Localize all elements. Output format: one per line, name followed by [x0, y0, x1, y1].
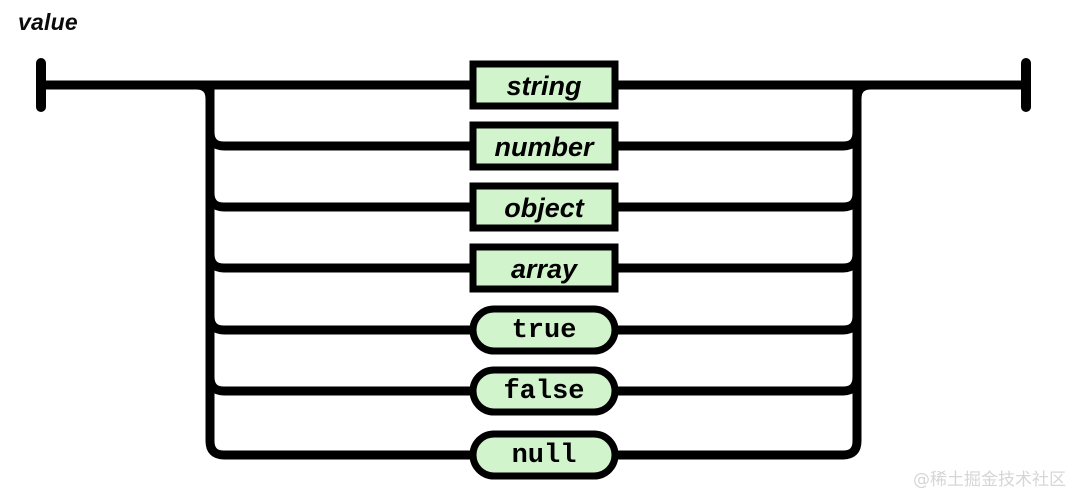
node-number[interactable]: number: [469, 121, 619, 171]
rail-right-branch-false: [615, 376, 862, 396]
node-true-box[interactable]: [469, 305, 619, 355]
rail-left-branch-false: [205, 376, 473, 396]
node-object[interactable]: object: [469, 182, 619, 232]
node-false[interactable]: false: [469, 366, 619, 416]
node-string-box[interactable]: [469, 60, 619, 110]
page-title: value: [18, 9, 78, 35]
node-null-label: null: [512, 441, 577, 471]
node-string-label: string: [506, 71, 582, 101]
rail-left-trunk-top-corner: [195, 80, 215, 100]
rail-right-branch-object: [615, 192, 862, 212]
node-number-box[interactable]: [469, 121, 619, 171]
watermark: @稀土掘金技术社区: [913, 470, 1066, 490]
node-array[interactable]: array: [469, 243, 619, 293]
rail-right-trunk: [615, 85, 862, 460]
rail-left-branch-array: [205, 253, 473, 273]
node-object-label: object: [504, 193, 585, 223]
rail-left-trunk: [205, 85, 473, 460]
rail-left-branch-object: [205, 192, 473, 212]
rail-right-branch-number: [615, 131, 862, 151]
node-null-box[interactable]: [469, 430, 619, 480]
node-array-label: array: [511, 254, 579, 284]
rail-left-branch-number: [205, 131, 473, 151]
node-string[interactable]: string: [469, 60, 619, 110]
node-false-box[interactable]: [469, 366, 619, 416]
node-true[interactable]: true: [469, 305, 619, 355]
node-array-box[interactable]: [469, 243, 619, 293]
node-true-label: true: [512, 316, 577, 346]
node-object-box[interactable]: [469, 182, 619, 232]
rail-right-branch-true: [615, 315, 862, 335]
rail-right-trunk-top-corner: [852, 80, 872, 100]
rail-right-branch-array: [615, 253, 862, 273]
node-false-label: false: [503, 377, 584, 407]
rail-left-branch-true: [205, 315, 473, 335]
node-null[interactable]: null: [469, 430, 619, 480]
node-number-label: number: [494, 132, 595, 162]
